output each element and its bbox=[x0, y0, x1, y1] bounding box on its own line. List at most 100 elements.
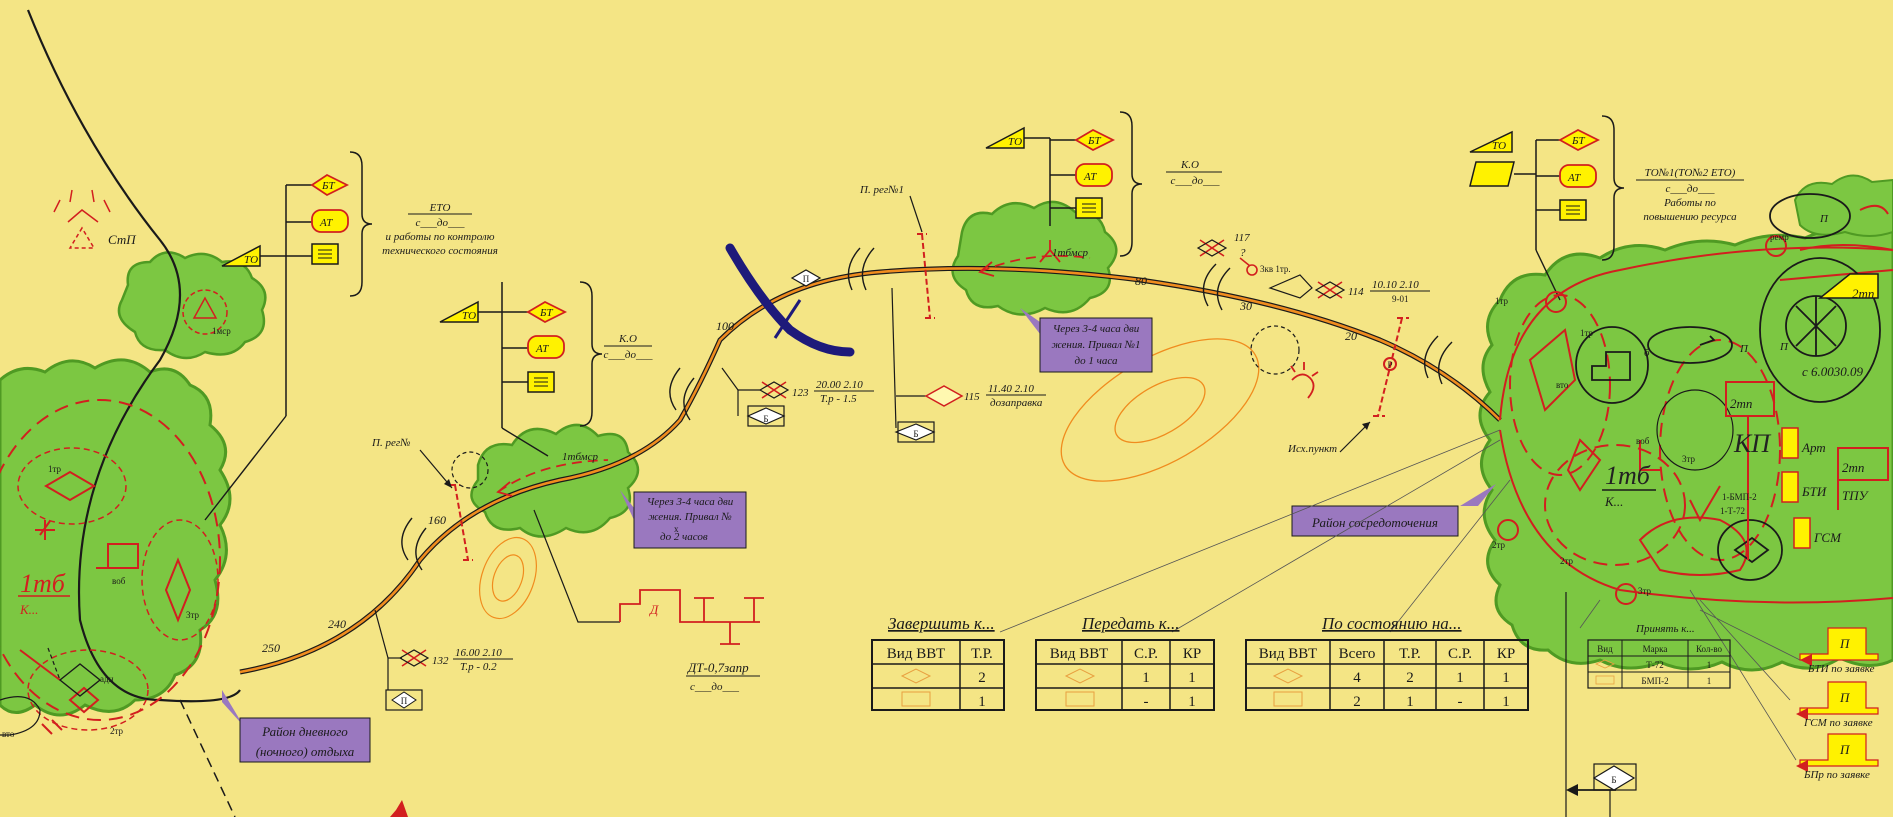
route-km-marks: 250 240 160 100 80 30 20 bbox=[262, 274, 1357, 655]
table-cell: 1 bbox=[1707, 660, 1712, 670]
left-zone bbox=[0, 399, 221, 736]
callout-halt2-line2: жения. Привал №1 bbox=[1051, 339, 1140, 351]
regulation-mark: Р bbox=[1387, 360, 1392, 370]
zone-item: 2тр bbox=[1492, 540, 1506, 550]
bt-label: БТ bbox=[539, 307, 553, 319]
tbmsr-label: 1тбмср bbox=[1052, 247, 1088, 259]
callout-halt-1: Через 3-4 часа дви жения. Привал № до 2 … bbox=[620, 490, 747, 549]
table-cell: 2 bbox=[1353, 694, 1361, 710]
point-time: 20.00 2.10 bbox=[816, 379, 863, 391]
table-cell: 4 bbox=[1353, 670, 1361, 686]
table-caption: По состоянию на... bbox=[1321, 614, 1462, 633]
tpu-label: ТПУ bbox=[1842, 488, 1870, 503]
table-cell: 1 bbox=[1188, 670, 1196, 686]
fuel-dt-block: Д ДТ-0,7запр с___до___ bbox=[533, 509, 764, 693]
zone-item: воб bbox=[112, 576, 126, 586]
table-header: Вид ВВТ bbox=[1050, 646, 1108, 662]
route-break-marks bbox=[401, 247, 1453, 571]
table-cell: 1 bbox=[1406, 694, 1414, 710]
zone-item: 3тр bbox=[1682, 454, 1696, 464]
table-header: Вид ВВТ bbox=[1259, 646, 1317, 662]
march-route bbox=[239, 265, 1502, 675]
kp-equipment: 1-БМП-2 bbox=[1722, 492, 1757, 502]
support-group-3: ТО БТ АТ К.О с___до___ bbox=[985, 111, 1222, 257]
table-caption: Принять к... bbox=[1635, 623, 1695, 635]
km-mark: 80 bbox=[1135, 274, 1147, 288]
callout-halt2-line3: до 1 часа bbox=[1075, 355, 1118, 367]
table-header: С.Р. bbox=[1134, 646, 1158, 662]
order-note: Работы по bbox=[1663, 197, 1716, 209]
zone-sign: П bbox=[1779, 341, 1789, 353]
callout-halt2-line1: Через 3-4 часа дви bbox=[1053, 323, 1140, 335]
right-unit-sub: К... bbox=[1604, 494, 1623, 509]
point-117: 117 ? 3кв 1тр. bbox=[1196, 232, 1291, 276]
table-header: КР bbox=[1497, 646, 1515, 662]
vehicle-symbol bbox=[1469, 161, 1515, 187]
callout-halt1-line2: жения. Привал № bbox=[648, 511, 732, 523]
supply-requests: П БТИ по заявке П ГСМ по заявке П БПр по… bbox=[1796, 627, 1879, 781]
callout-halt1-line3c: часов bbox=[682, 531, 708, 543]
point-id: 132 bbox=[432, 655, 449, 667]
support-group-2: ТО БТ АТ К.О с___до___ bbox=[439, 281, 653, 428]
to-label: ТО bbox=[1008, 136, 1022, 148]
table-cell: 1 bbox=[1502, 670, 1510, 686]
point-time: 16.00 2.10 bbox=[455, 647, 502, 659]
support-group-4: ТО БТ АТ ТО№1(ТО№2 ЕТО) с___до___ Работы… bbox=[1469, 115, 1744, 261]
table-cell: 1 bbox=[978, 694, 986, 710]
gsm-b-label: Б bbox=[913, 429, 918, 439]
support-group-1: ТО БТ АТ ЕТО с___до___ и работы по контр… bbox=[221, 151, 498, 416]
table-header: Вид ВВТ bbox=[887, 646, 945, 662]
point-note: ? bbox=[1240, 247, 1246, 259]
zone-item: 1тр bbox=[1580, 328, 1594, 338]
kp-unit: 2тп bbox=[1730, 396, 1752, 411]
to-label: ТО bbox=[462, 310, 476, 322]
order-note: повышению ресурса bbox=[1643, 211, 1737, 223]
msr-symbol bbox=[182, 289, 228, 335]
zone-item: б bbox=[1644, 347, 1650, 359]
km-mark: 160 bbox=[428, 513, 446, 527]
tbmsr-top-symbol bbox=[978, 240, 1091, 277]
table-cell: - bbox=[1144, 694, 1149, 710]
fuel-dt-time: с___до___ bbox=[690, 681, 739, 693]
callout-rest: Район дневного (ночного) отдыха bbox=[222, 690, 371, 763]
zone-item: вто bbox=[2, 729, 15, 739]
bottom-title-fragment: П bbox=[599, 814, 611, 817]
point-note: дозаправка bbox=[990, 397, 1043, 409]
at-label: АТ bbox=[535, 343, 549, 355]
bottom-supply-arrow: Б bbox=[1565, 592, 1637, 817]
callout-concentration: Район сосредоточения bbox=[1291, 484, 1496, 537]
point-id: 115 bbox=[964, 391, 980, 403]
zone-remr: ремр bbox=[1770, 232, 1789, 242]
command-post-kp: 2тп КП 1-БМП-2 1-Т-72 Арт БТИ ГСМ 2тп ТП… bbox=[1720, 381, 1889, 560]
bti-label: БТИ bbox=[1801, 484, 1827, 499]
table-transfer: Передать к... Вид ВВТ С.Р. КР 1 1 - 1 bbox=[1035, 614, 1215, 711]
regulation-posts bbox=[450, 233, 1409, 561]
bt-label: БТ bbox=[1571, 135, 1585, 147]
fuel-d-label: Д bbox=[648, 602, 659, 617]
regulator-label-1: П. рег№ bbox=[371, 437, 411, 449]
art-label: Арт bbox=[1801, 440, 1826, 455]
zone-item: 1тр bbox=[48, 464, 62, 474]
table-caption: Завершить к... bbox=[888, 614, 995, 633]
msr-label: 1мср bbox=[212, 326, 231, 336]
kp-label: КП bbox=[1733, 429, 1772, 458]
right-unit-label: 1тб bbox=[1605, 461, 1651, 490]
request-label: ГСМ по заявке bbox=[1803, 717, 1873, 729]
table-leader-lines bbox=[999, 429, 1801, 761]
table-header: Т.Р. bbox=[971, 646, 993, 662]
request-sign: П bbox=[1839, 636, 1851, 651]
km-mark: 240 bbox=[328, 617, 346, 631]
point-note: Т.р - 0.2 bbox=[460, 661, 497, 673]
table-cell: 1 bbox=[1502, 694, 1510, 710]
table-cell: 2 bbox=[1406, 670, 1414, 686]
terrain-ellipse-small bbox=[479, 536, 537, 620]
request-sign: П bbox=[1839, 742, 1851, 757]
table-status: По состоянию на... Вид ВВТ Всего Т.Р. С.… bbox=[1245, 614, 1529, 711]
bt-label: БТ bbox=[321, 180, 335, 192]
at-label: АТ bbox=[1083, 171, 1097, 183]
at-label: АТ bbox=[1567, 172, 1581, 184]
table-header: КР bbox=[1183, 646, 1201, 662]
anti-tank-symbol bbox=[1290, 362, 1319, 399]
table-header: С.Р. bbox=[1448, 646, 1472, 662]
order-title: К.О bbox=[618, 333, 637, 345]
